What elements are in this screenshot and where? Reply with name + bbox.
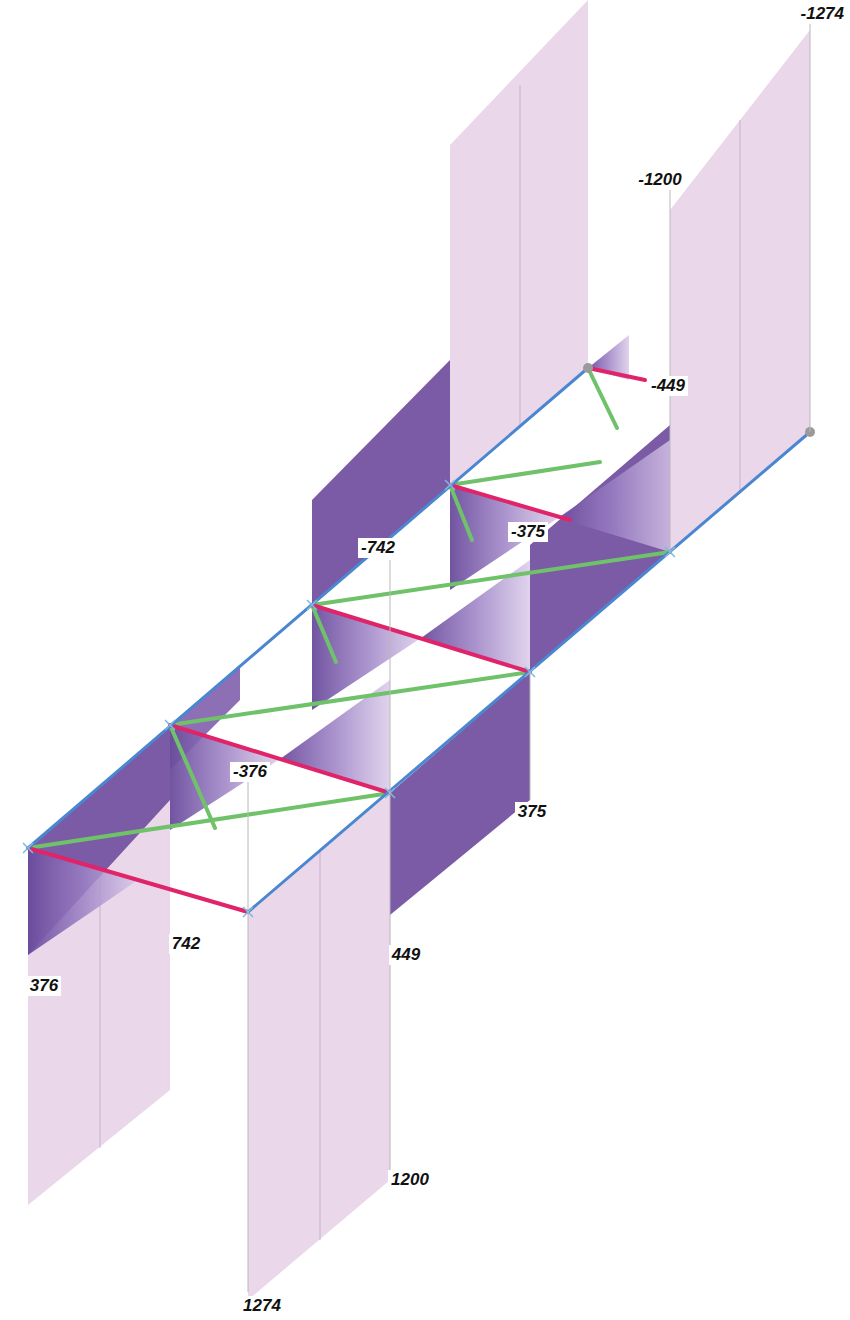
force-value: -1274 <box>798 4 847 24</box>
force-value: 1274 <box>240 1296 284 1316</box>
dark-force-plane <box>28 360 670 955</box>
force-value: -1200 <box>635 170 684 190</box>
dark-force-plane <box>312 360 450 605</box>
force-value: -742 <box>358 538 398 558</box>
plane-shading <box>100 85 740 1240</box>
cross-beam-diagram <box>28 335 670 955</box>
force-value: -376 <box>230 762 270 782</box>
force-value: 449 <box>389 945 423 965</box>
pale-force-plane <box>28 0 810 1300</box>
pale-force-plane <box>670 30 810 552</box>
dark-force-plane <box>390 672 530 915</box>
dark-force-plane <box>28 725 170 955</box>
main-chord <box>28 368 810 912</box>
force-value: -449 <box>648 376 688 396</box>
pale-force-plane <box>28 725 170 1205</box>
bracing-member <box>28 368 670 848</box>
pale-force-plane <box>450 0 588 485</box>
force-value: 376 <box>27 976 61 996</box>
support-symbol <box>583 363 815 437</box>
pale-force-plane <box>248 793 390 1300</box>
force-value: 742 <box>169 934 203 954</box>
value-line <box>248 22 810 1292</box>
force-value: -375 <box>508 522 548 542</box>
force-value: 1200 <box>388 1170 432 1190</box>
cross-beam-diagram <box>558 440 670 552</box>
force-value: 375 <box>515 802 549 822</box>
cross-beam <box>28 368 645 912</box>
node-marker <box>23 480 675 917</box>
